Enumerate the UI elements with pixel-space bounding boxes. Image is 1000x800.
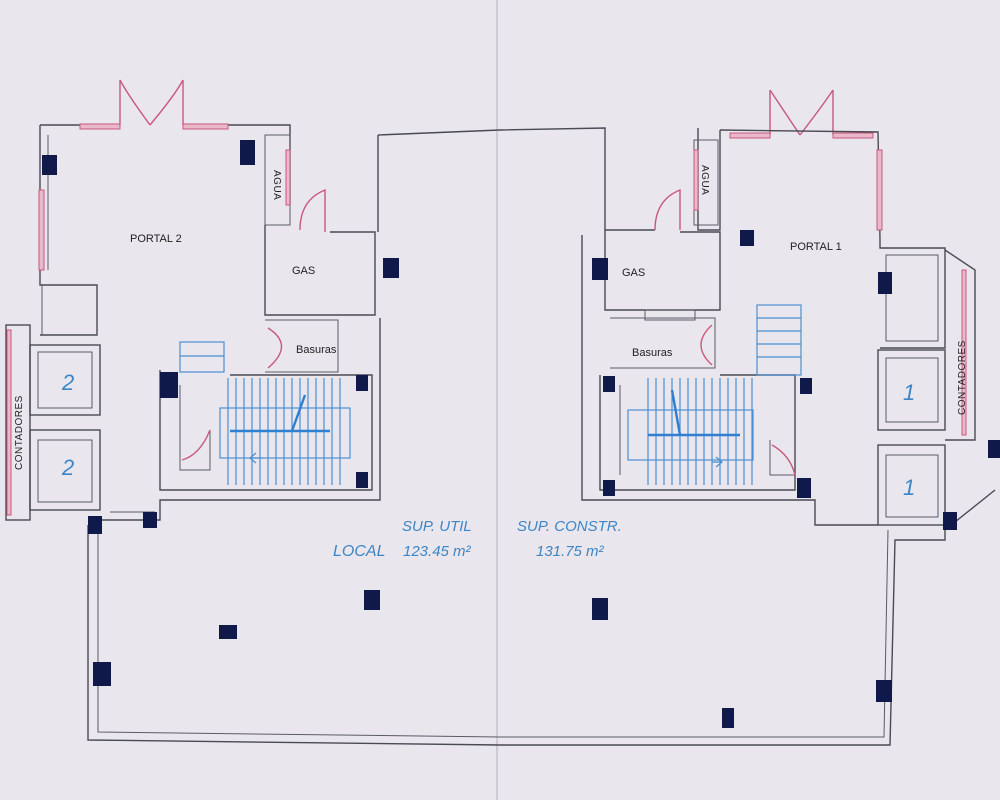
column xyxy=(592,258,608,280)
column xyxy=(603,376,615,392)
column xyxy=(943,512,957,530)
elevator-2-lower-number: 2 xyxy=(61,455,74,480)
column xyxy=(876,680,892,702)
column xyxy=(88,516,102,534)
column xyxy=(160,372,178,398)
column xyxy=(364,590,380,610)
portal-2-block xyxy=(5,79,381,521)
elevator-1-upper-number: 1 xyxy=(903,380,915,405)
portal-2-label: PORTAL 2 xyxy=(130,233,182,245)
column xyxy=(797,478,811,498)
column xyxy=(42,155,57,175)
column xyxy=(143,512,157,528)
sup-constr-value: 131.75 m² xyxy=(536,543,605,560)
column xyxy=(878,272,892,294)
gas-right-label: GAS xyxy=(622,267,645,279)
sup-util-value: 123.45 m² xyxy=(403,543,472,560)
elevator-1-lower-number: 1 xyxy=(903,475,915,500)
stair-flight-left xyxy=(219,378,351,485)
sup-util-label: SUP. UTIL xyxy=(402,518,472,535)
basuras-left-label: Basuras xyxy=(296,344,337,356)
column xyxy=(219,625,237,639)
portal-1-block xyxy=(581,89,976,526)
contadores-left-label: CONTADORES xyxy=(14,395,25,470)
contadores-right-label: CONTADORES xyxy=(957,340,968,415)
column xyxy=(240,140,255,165)
sup-constr-label: SUP. CONSTR. xyxy=(517,518,622,535)
column xyxy=(356,472,368,488)
column xyxy=(93,662,111,686)
basuras-right-label: Basuras xyxy=(632,347,673,359)
structural-columns xyxy=(42,140,1000,728)
column xyxy=(603,480,615,496)
column xyxy=(356,375,368,391)
column xyxy=(800,378,812,394)
column xyxy=(383,258,399,278)
elevator-2-upper-number: 2 xyxy=(61,370,74,395)
portal-1-label: PORTAL 1 xyxy=(790,241,842,253)
agua-left-label: AGUA xyxy=(271,170,282,200)
local-label: LOCAL xyxy=(333,543,385,560)
column xyxy=(740,230,754,246)
column xyxy=(722,708,734,728)
gas-left-label: GAS xyxy=(292,265,315,277)
column xyxy=(592,598,608,620)
agua-right-label: AGUA xyxy=(699,165,710,195)
stair-flight-right xyxy=(627,378,754,485)
column xyxy=(988,440,1000,458)
local-outline xyxy=(87,127,996,746)
